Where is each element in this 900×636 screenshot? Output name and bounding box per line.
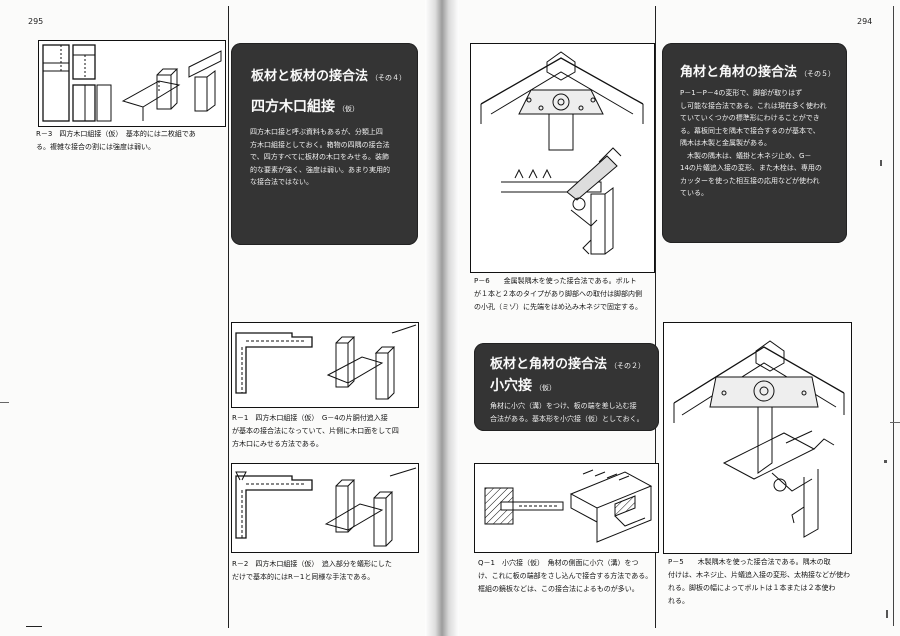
scan-speck	[880, 160, 882, 166]
scan-speck	[886, 610, 888, 618]
column-divider-left	[228, 6, 229, 628]
caption-r3: R－3 四方木口組接（仮） 基本的には二枚組であ る。複雑な接合の割には強度は弱…	[36, 130, 196, 151]
figure-r3	[38, 40, 226, 127]
right-page-number: 294	[857, 17, 873, 26]
figure-p5	[663, 322, 852, 554]
scan-speck	[884, 460, 887, 463]
caption-p6: P－6 金属製隅木を使った接合法である。ボルト が１本と２本のタイプがあり脚部へ…	[474, 277, 642, 311]
figure-p6	[470, 43, 655, 273]
page-mark-bottom-left	[26, 626, 42, 627]
fold-mark-right	[890, 422, 900, 423]
column-divider-right	[655, 6, 656, 628]
caption-r1: R－1 四方木口組接（仮） G－4の片胴付追入接 が基本の接合法になっていて、片…	[232, 414, 399, 448]
figure-q1	[474, 463, 659, 553]
section-title: 板材と板材の接合法（その４）	[251, 69, 407, 84]
fold-mark-left	[0, 402, 9, 403]
section-body: 角材に小穴（溝）をつけ、板の端を差し込む接 合法がある。基本形を小穴接（仮）とし…	[490, 402, 644, 423]
section-box-square-square: 角材と角材の接合法（その５） P－1－P－4の変形で、脚部が取りはず し可能な接…	[662, 43, 847, 243]
left-page-number: 295	[28, 17, 44, 26]
section-title: 角材と角材の接合法（その５）	[680, 65, 836, 80]
figure-r1	[231, 322, 419, 408]
caption-p5: P－5 木製隅木を使った接合法である。隅木の取 付けは、木ネジ止、片蟻追入接の変…	[668, 558, 850, 605]
book-gutter	[425, 0, 459, 636]
caption-r2: R－2 四方木口組接（仮） 追入部分を蟻形にした だけで基本的にはR－1と同様な…	[232, 560, 392, 581]
caption-q1: Q－1 小穴接（仮） 角材の側面に小穴（溝）をつ け、これに板の端部をさし込んで…	[478, 559, 653, 593]
figure-r2	[231, 463, 419, 553]
page-edge-right	[893, 6, 894, 626]
section-box-board-board: 板材と板材の接合法（その４） 四方木口組接（仮） 四方木口接と呼ぶ資料もあるが、…	[231, 43, 418, 245]
section-body: 四方木口接と呼ぶ資料もあるが、分類上四 方木口組接としておく。箱物の四隅の接合法…	[250, 128, 390, 186]
section-title: 板材と角材の接合法（その２）	[490, 357, 646, 372]
section-body: P－1－P－4の変形で、脚部が取りはず し可能な接合法である。これは現在多く使わ…	[680, 89, 827, 197]
section-box-board-square: 板材と角材の接合法（その２） 小穴接（仮） 角材に小穴（溝）をつけ、板の端を差し…	[474, 343, 659, 431]
section-subtitle: 四方木口組接（仮）	[251, 99, 359, 115]
section-subtitle: 小穴接（仮）	[490, 378, 556, 394]
